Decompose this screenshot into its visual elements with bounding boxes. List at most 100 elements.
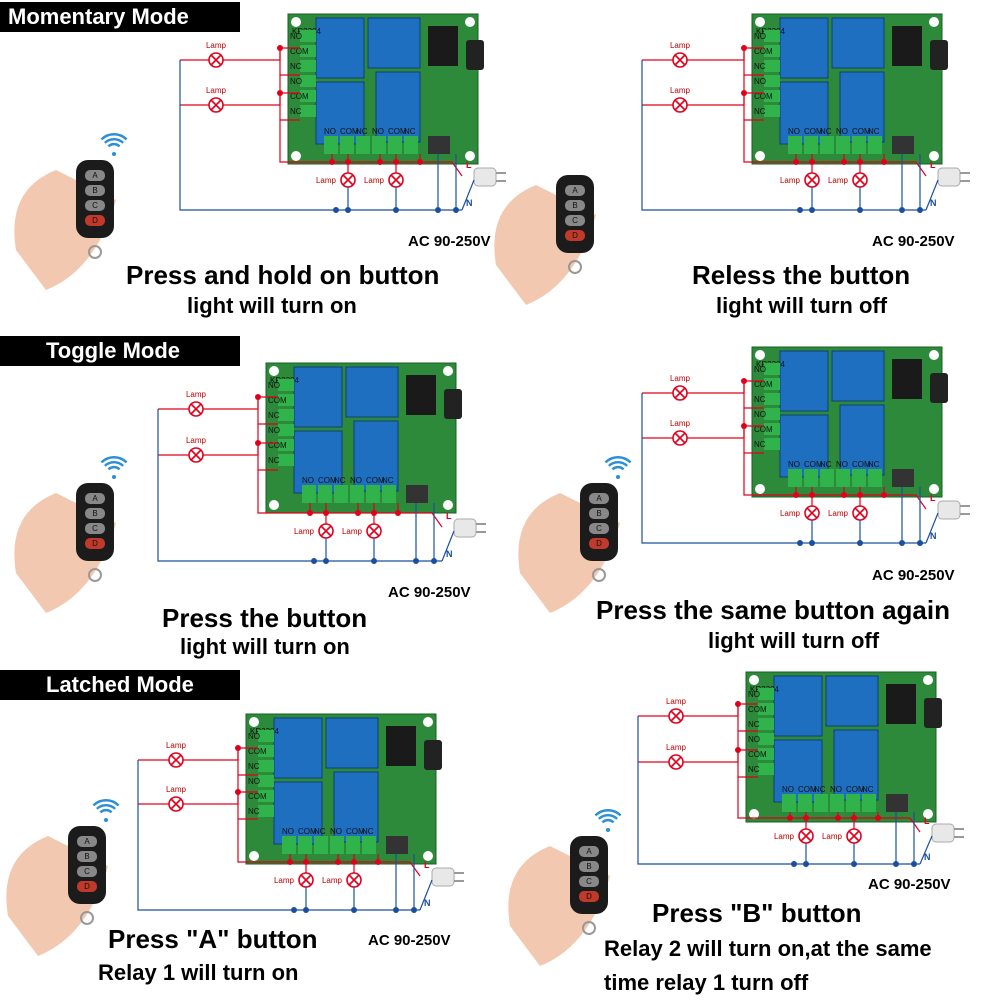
terminal-block: [852, 136, 866, 154]
remote-button: [565, 200, 585, 211]
neutral-wire: [641, 393, 926, 544]
wire-junction: [899, 207, 905, 213]
relay-module: [333, 771, 379, 843]
live-label: L: [930, 493, 936, 503]
lamp-icon: [668, 754, 684, 770]
wire-junction: [857, 207, 863, 213]
terminal-block: [820, 469, 834, 487]
lamp-label: Lamp: [316, 176, 337, 185]
terminal-label: NC: [820, 127, 832, 136]
lamp-label: Lamp: [666, 697, 687, 706]
terminal-label: NO: [836, 127, 848, 136]
lamp-icon: [188, 447, 204, 463]
lamp-label: Lamp: [670, 86, 691, 95]
mode-label-toggle: Toggle Mode: [0, 336, 240, 366]
lamp-label: Lamp: [342, 527, 363, 536]
wire-junction: [791, 861, 797, 867]
terminal-block: [300, 30, 316, 42]
mount-hole: [755, 17, 765, 27]
wifi-signal-icon: [594, 809, 622, 832]
terminal-label: COM: [754, 425, 773, 434]
terminal-block: [862, 794, 876, 812]
terminal-label: NC: [268, 456, 280, 465]
terminal-block: [758, 763, 774, 775]
antenna-connector: [424, 740, 442, 770]
mode-label-latched: Latched Mode: [0, 670, 240, 700]
relay-module: [273, 717, 323, 779]
lamp-label: Lamp: [206, 41, 227, 50]
terminal-block: [764, 90, 780, 102]
antenna-connector: [924, 698, 942, 728]
lamp-label: Lamp: [774, 832, 795, 841]
terminal-label: NC: [868, 127, 880, 136]
remote-button: [579, 891, 599, 902]
lamp-label: Lamp: [186, 390, 207, 399]
mount-hole: [269, 500, 279, 510]
terminal-block: [764, 423, 780, 435]
terminal-label: NO: [754, 410, 766, 419]
relay-module: [779, 414, 829, 478]
panel-subtitle: light will turn off: [716, 293, 888, 318]
terminal-label: NC: [356, 127, 368, 136]
terminal-block: [764, 393, 780, 405]
panel-title: Press the button: [162, 603, 368, 633]
remote-button-label: C: [92, 524, 98, 533]
terminal-block: [282, 836, 296, 854]
wire-junction: [803, 861, 809, 867]
remote-button-label: A: [84, 837, 90, 846]
terminal-block: [764, 75, 780, 87]
remote-button: [579, 861, 599, 872]
terminal-block: [836, 136, 850, 154]
terminal-label: NO: [836, 460, 848, 469]
ac-supply-label: AC 90-250V: [368, 932, 451, 949]
lamp-icon: [298, 872, 314, 888]
power-plug-icon: [937, 500, 970, 520]
terminal-block: [814, 794, 828, 812]
wire-junction: [345, 159, 351, 165]
terminal-block: [382, 485, 396, 503]
wire-junction: [417, 159, 423, 165]
live-wire: [237, 748, 421, 877]
wire-junction: [809, 540, 815, 546]
receiver-chip: [428, 26, 458, 66]
terminal-block: [258, 775, 274, 787]
wire-junction: [787, 815, 793, 821]
lamp-icon: [208, 52, 224, 68]
live-label: L: [924, 816, 930, 826]
remote-button-label: C: [84, 867, 90, 876]
terminal-block: [334, 485, 348, 503]
terminal-label: COM: [798, 785, 817, 794]
neutral-wire: [419, 879, 433, 911]
terminal-label: NC: [334, 476, 346, 485]
wire-junction: [835, 815, 841, 821]
live-wire: [737, 704, 921, 833]
wiring-diagram: KR2204NOCOMNCNOCOMNCNOCOMNCNOCOMNCLampLa…: [494, 13, 970, 305]
remote-button-label: C: [92, 201, 98, 210]
terminal-label: NC: [748, 765, 760, 774]
relay-module: [825, 675, 879, 727]
lamp-icon: [846, 828, 862, 844]
mount-hole: [929, 484, 939, 494]
remote-button: [565, 215, 585, 226]
terminal-label: NC: [362, 827, 374, 836]
terminal-block: [868, 469, 882, 487]
terminal-block: [300, 45, 316, 57]
wire-junction: [899, 540, 905, 546]
remote-button-label: D: [92, 539, 98, 548]
terminal-block: [798, 794, 812, 812]
remote-button-label: D: [596, 539, 602, 548]
mount-hole: [291, 151, 301, 161]
live-wire: [743, 381, 927, 510]
wire-junction: [803, 815, 809, 821]
lamp-label: Lamp: [274, 876, 295, 885]
terminal-block: [764, 378, 780, 390]
relay-module: [779, 17, 829, 79]
terminal-label: NO: [290, 77, 302, 86]
terminal-label: COM: [388, 127, 407, 136]
wire-junction: [351, 859, 357, 865]
wire-junction: [893, 861, 899, 867]
wire-junction: [841, 159, 847, 165]
mount-hole: [443, 500, 453, 510]
